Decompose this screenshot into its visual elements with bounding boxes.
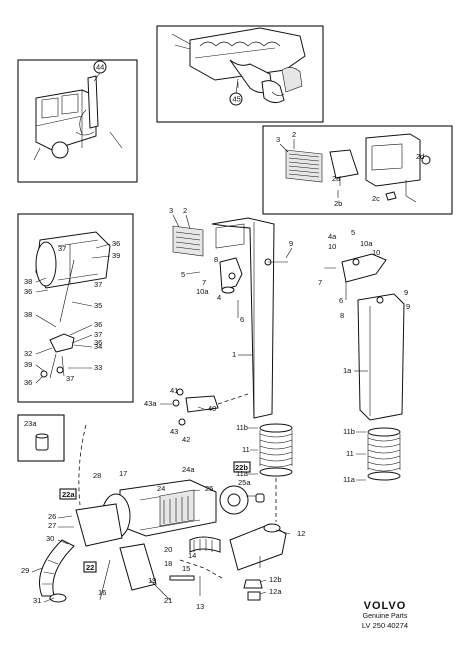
callout-6-right: 6 [339,296,343,305]
callout-26: 26 [48,512,56,521]
callout-19: 19 [148,576,156,585]
callout-37c: 37 [94,330,102,339]
linkage-inset: 36 37 39 38 37 36 35 38 36 37 34 32 36 3… [17,213,134,403]
callout-7-right: 7 [318,278,322,287]
callout-11b: 11b [236,423,248,432]
callout-2: 2 [183,206,187,215]
callout-9-right-lower: 9 [406,302,410,311]
callout-10a: 10a [196,287,209,296]
callout-37b: 37 [94,280,102,289]
callout-6: 6 [240,315,244,324]
callout-2d: 2d [416,152,424,161]
callout-17: 17 [119,469,127,478]
callout-2-inset: 2 [292,130,296,139]
callout-24a: 24a [182,465,195,474]
callout-3-inset: 3 [276,135,280,144]
callout-39: 39 [112,251,120,260]
callout-45: 45 [233,95,241,104]
callout-18: 18 [164,559,172,568]
callout-40: 40 [208,404,216,413]
bellows-right: 11b 11 11a [343,427,401,484]
callout-14: 14 [188,551,196,560]
callout-9-right: 9 [404,288,408,297]
callout-10-right: 10 [372,248,380,257]
callout-41: 41 [170,386,178,395]
callout-36e: 36 [24,378,32,387]
callout-37d: 37 [66,374,74,383]
callout-2a: 2a [332,174,341,183]
callout-11a-right: 11a [343,475,356,484]
brand-block: VOLVO Genuine Parts LV 250 40274 [340,600,430,630]
callout-23a: 23a [24,419,37,428]
callout-3: 3 [169,206,173,215]
callout-24: 24 [157,484,165,493]
callout-2b: 2b [334,199,342,208]
callout-11b-right: 11b [343,427,355,436]
callout-1a: 1a [343,366,352,375]
callout-42: 42 [182,435,190,444]
callout-21: 21 [164,596,172,605]
callout-8: 8 [214,255,218,264]
callout-11a: 11a [236,469,249,478]
callout-29: 29 [21,566,29,575]
callout-9a: 9 [289,239,293,248]
callout-39b: 39 [24,360,32,369]
callout-35: 35 [94,301,102,310]
callout-36b: 36 [24,287,32,296]
engine-inset: 45 [156,25,324,123]
callout-31: 31 [33,596,41,605]
callout-15: 15 [182,564,190,573]
brand-subtitle: Genuine Parts [362,613,408,620]
callout-12a: 12a [269,587,282,596]
callout-43a: 43a [144,399,157,408]
callout-22: 22 [86,563,94,572]
callout-30: 30 [46,534,54,543]
drawing-number: LV 250 40274 [361,621,409,630]
callout-27: 27 [48,521,56,530]
callout-44: 44 [96,63,104,72]
callout-22a: 22a [62,490,75,499]
bellows-center: 11b 11 11a [236,423,293,522]
callout-36c: 36 [94,320,102,329]
callout-36a: 36 [112,239,120,248]
callout-12: 12 [297,529,305,538]
callout-10a-right: 10a [360,239,373,248]
callout-11-right: 11 [346,449,354,458]
callout-22b: 22b [235,463,248,472]
callout-28: 28 [93,471,101,480]
callout-36d: 36 [94,338,102,347]
callout-4: 4 [217,293,221,302]
callout-7: 7 [202,278,206,287]
intake-duct-center: 3 2 9 8 5 7 10a 4 6 1 [169,206,293,419]
cab-inset: 44 [17,59,138,183]
callout-12b: 12b [269,575,282,584]
callout-1: 1 [232,350,236,359]
callout-38b: 38 [24,310,32,319]
callout-20: 20 [164,545,172,554]
air-filter-assembly: 28 17 24a 22b 25a 25 24 22a 26 27 30 29 … [21,424,305,611]
callout-16: 16 [98,588,106,597]
callout-32: 32 [24,349,32,358]
callout-37a: 37 [58,244,66,253]
callout-34: 34 [94,342,102,351]
callout-4a: 4a [328,232,337,241]
callout-11: 11 [242,445,250,454]
callout-2c: 2c [372,194,380,203]
filter-housing-inset: 2 3 2d 2a 2b 2c [262,125,453,215]
volvo-logo: VOLVO [363,600,407,612]
callout-5: 5 [181,270,185,279]
part-23a-inset: 23a [17,414,65,462]
callout-25a: 25a [238,478,251,487]
callout-5-right: 5 [351,228,355,237]
intake-duct-right: 4a 5 10 10a 10 7 6 9 8 9 1a [318,228,410,421]
callout-25: 25 [205,484,213,493]
callout-13: 13 [196,602,204,611]
callout-43: 43 [170,427,178,436]
callout-38a: 38 [24,277,32,286]
callout-33: 33 [94,363,102,372]
bracket-assembly: 41 43a 40 43 42 [144,386,249,444]
callout-8-right: 8 [340,311,344,320]
callout-10: 10 [328,242,336,251]
